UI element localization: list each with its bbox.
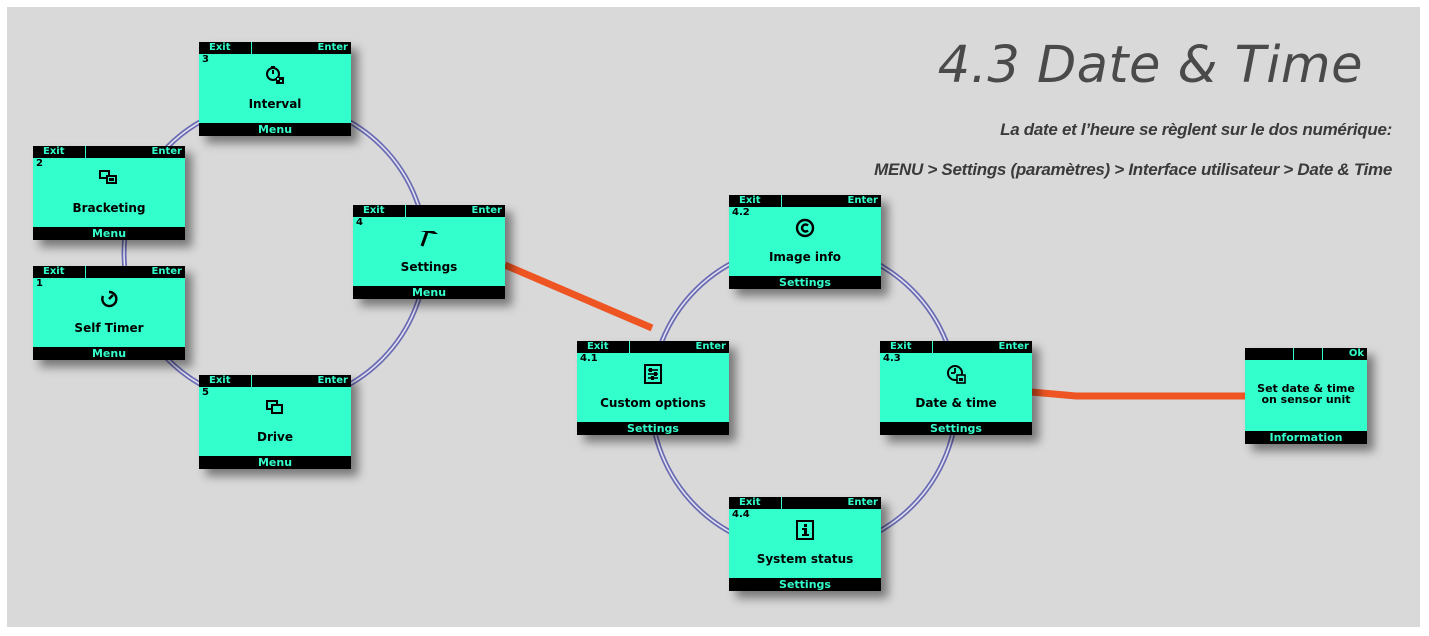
screen-number: 3 xyxy=(202,54,209,65)
screen-footer: Settings xyxy=(729,578,881,591)
screen-information[interactable]: Ok Set date & time on sensor unit Inform… xyxy=(1245,348,1367,444)
exit-softkey[interactable]: Exit xyxy=(729,195,781,207)
screen-footer: Settings xyxy=(729,276,881,289)
interval-icon xyxy=(199,64,351,86)
copyright-icon xyxy=(729,217,881,239)
exit-softkey[interactable]: Exit xyxy=(880,341,932,353)
screen-footer: Menu xyxy=(199,456,351,469)
exit-softkey[interactable]: Exit xyxy=(353,205,405,217)
screen-image-info[interactable]: Exit Enter 4.2 Image info Settings xyxy=(729,195,881,289)
enter-softkey[interactable]: Enter xyxy=(133,146,185,158)
screen-footer: Information xyxy=(1245,431,1367,444)
screen-system-status[interactable]: Exit Enter 4.4 System status Settings xyxy=(729,497,881,591)
page-title: 4.3 Date & Time xyxy=(937,36,1363,95)
exit-softkey[interactable]: Exit xyxy=(33,266,85,278)
screen-settings[interactable]: Exit Enter 4 Settings Menu xyxy=(353,205,505,299)
screen-footer: Menu xyxy=(353,286,505,299)
drive-icon xyxy=(199,397,351,419)
screen-footer: Menu xyxy=(199,123,351,136)
screen-label: Drive xyxy=(257,430,293,444)
screen-footer: Menu xyxy=(33,347,185,360)
timer-icon xyxy=(33,288,185,310)
screen-number: 1 xyxy=(36,278,43,289)
screen-label: Bracketing xyxy=(72,201,146,215)
exit-softkey[interactable]: Exit xyxy=(199,375,251,387)
screen-label: Interval xyxy=(248,97,302,111)
screen-label: Date & time xyxy=(915,396,997,410)
screen-number: 4.1 xyxy=(580,353,598,364)
exit-softkey[interactable]: Exit xyxy=(729,497,781,509)
screen-bracketing[interactable]: Exit Enter 2 Bracketing Menu xyxy=(33,146,185,240)
enter-softkey[interactable]: Enter xyxy=(299,42,351,54)
link-datetime-to-info xyxy=(1030,388,1246,400)
exit-softkey[interactable]: Exit xyxy=(33,146,85,158)
enter-softkey[interactable]: Enter xyxy=(677,341,729,353)
info-line-1: Set date & time xyxy=(1257,382,1355,395)
ok-softkey[interactable]: Ok xyxy=(1323,348,1367,360)
enter-softkey[interactable]: Enter xyxy=(829,195,881,207)
info-message: Set date & time on sensor unit xyxy=(1245,383,1367,405)
enter-softkey[interactable]: Enter xyxy=(980,341,1032,353)
screen-label: Custom options xyxy=(600,396,706,410)
exit-softkey[interactable]: Exit xyxy=(577,341,629,353)
screen-label: Image info xyxy=(768,250,842,264)
screen-number: 4.2 xyxy=(732,207,750,218)
page-subtitle: La date et l’heure se règlent sur le dos… xyxy=(1000,120,1392,139)
sliders-icon xyxy=(577,363,729,385)
enter-softkey[interactable]: Enter xyxy=(299,375,351,387)
exit-softkey[interactable]: Exit xyxy=(199,42,251,54)
clock-calendar-icon xyxy=(880,363,1032,385)
enter-softkey[interactable]: Enter xyxy=(453,205,505,217)
screen-custom-options[interactable]: Exit Enter 4.1 Custom options Settings xyxy=(577,341,729,435)
screen-date-time[interactable]: Exit Enter 4.3 Date & time Settings xyxy=(880,341,1032,435)
screen-footer: Menu xyxy=(33,227,185,240)
bracketing-icon xyxy=(33,168,185,190)
screen-interval[interactable]: Exit Enter 3 Interval Menu xyxy=(199,42,351,136)
enter-softkey[interactable]: Enter xyxy=(133,266,185,278)
screen-number: 4.3 xyxy=(883,353,901,364)
screen-drive[interactable]: Exit Enter 5 Drive Menu xyxy=(199,375,351,469)
screen-number: 4 xyxy=(356,217,363,228)
screen-number: 5 xyxy=(202,387,209,398)
screen-label: Settings xyxy=(400,260,458,274)
link-settings-to-submenu xyxy=(503,261,654,332)
settings-icon xyxy=(353,227,505,249)
screen-label: Self Timer xyxy=(74,321,144,335)
screen-footer: Settings xyxy=(880,422,1032,435)
info-line-2: on sensor unit xyxy=(1261,393,1351,406)
screen-self-timer[interactable]: Exit Enter 1 Self Timer Menu xyxy=(33,266,185,360)
screen-footer: Settings xyxy=(577,422,729,435)
screen-number: 2 xyxy=(36,158,43,169)
menu-path: MENU > Settings (paramètres) > Interface… xyxy=(874,160,1392,179)
enter-softkey[interactable]: Enter xyxy=(829,497,881,509)
info-icon xyxy=(729,519,881,541)
screen-label: System status xyxy=(756,552,854,566)
screen-number: 4.4 xyxy=(732,509,750,520)
